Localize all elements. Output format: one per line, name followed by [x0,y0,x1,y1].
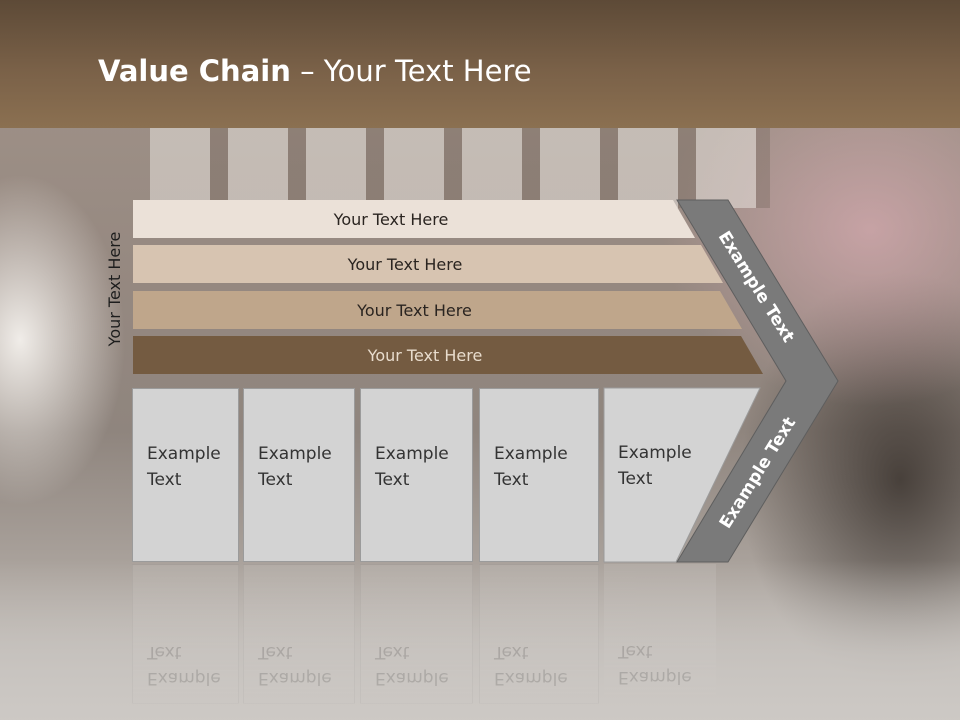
activity-box-4-line1: Example [494,444,568,464]
activity-box-4[interactable]: Example Text [479,388,599,562]
activity-box-2[interactable]: Example Text [243,388,355,562]
bar-4[interactable]: Your Text Here [133,336,763,374]
header-band [0,0,960,128]
bar-2-label: Your Text Here [347,254,463,274]
chevron-arrow[interactable] [676,199,839,563]
title-rest: – Your Text Here [290,54,532,88]
activity-box-1-line2: Text [147,470,182,490]
activity-box-3[interactable]: Example Text [360,388,473,562]
activity-box-2-line2: Text [258,470,293,490]
title-bold: Value Chain [98,54,291,88]
activity-box-2-line1: Example [258,444,332,464]
bar-3[interactable]: Your Text Here [133,291,742,329]
activity-box-3-line2: Text [375,470,410,490]
activity-box-5[interactable]: Example Text [604,388,716,562]
activity-box-4-line2: Text [494,470,529,490]
activity-box-3-line1: Example [375,444,449,464]
activity-box-5-line1: Example [618,443,692,463]
bar-2[interactable]: Your Text Here [133,245,723,283]
activity-box-5-shape [603,387,761,563]
slide-title[interactable]: Value Chain – Your Text Here [98,54,532,94]
bottom-fade [0,560,960,720]
bar-4-label: Your Text Here [367,345,483,365]
activity-box-5-line2: Text [618,469,653,489]
bar-3-label: Your Text Here [357,300,472,320]
activity-box-1[interactable]: Example Text [132,388,239,562]
background-photo-detail [150,128,770,208]
activity-box-1-line1: Example [147,444,221,464]
bar-1[interactable]: Your Text Here [133,200,695,238]
bar-1-label: Your Text Here [333,209,449,229]
